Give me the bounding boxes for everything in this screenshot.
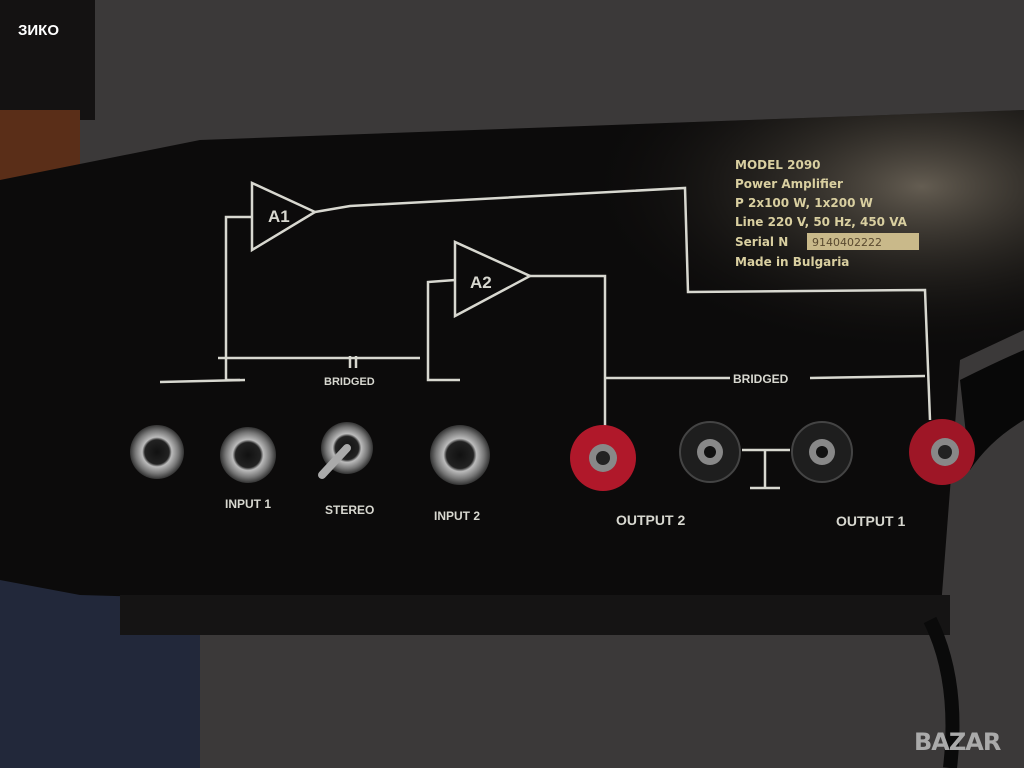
line-text: Line 220 V, 50 Hz, 450 VA <box>735 215 908 229</box>
bazar-watermark: BAZAR <box>914 728 1001 756</box>
bridged-label-left: BRIDGED <box>324 376 375 388</box>
output2-black-terminal[interactable] <box>679 421 741 483</box>
input1-jack[interactable] <box>220 427 276 483</box>
input2-jack[interactable] <box>430 425 490 485</box>
serial-sticker <box>807 233 919 250</box>
input-jack-bridged[interactable] <box>130 425 184 479</box>
power-text: P 2x100 W, 1x200 W <box>735 196 873 210</box>
type-text: Power Amplifier <box>735 177 843 191</box>
stereo-label: STEREO <box>325 503 374 517</box>
amp2-label: A2 <box>470 273 492 292</box>
stereo-bridged-toggle-switch[interactable] <box>318 422 373 479</box>
input1-label: INPUT 1 <box>225 497 271 511</box>
output1-black-terminal[interactable] <box>791 421 853 483</box>
bridged-label-right: BRIDGED <box>733 372 789 386</box>
serial-value: 9140402222 <box>812 236 882 249</box>
power-cable <box>960 350 1024 470</box>
output2-label: OUTPUT 2 <box>616 512 685 528</box>
serial-label: Serial N <box>735 235 788 249</box>
amp1-label: A1 <box>268 207 290 226</box>
watermark-top: ЗИКО <box>18 22 60 39</box>
circuit-diagram <box>159 181 932 490</box>
origin-text: Made in Bulgaria <box>735 255 849 269</box>
output1-label: OUTPUT 1 <box>836 513 905 529</box>
output1-red-terminal[interactable] <box>909 419 975 485</box>
dark-object <box>0 0 95 120</box>
spec-plate: MODEL 2090 Power Amplifier P 2x100 W, 1x… <box>735 158 919 269</box>
output2-red-terminal[interactable] <box>570 425 636 491</box>
model-text: MODEL 2090 <box>735 158 821 172</box>
input2-label: INPUT 2 <box>434 509 480 523</box>
